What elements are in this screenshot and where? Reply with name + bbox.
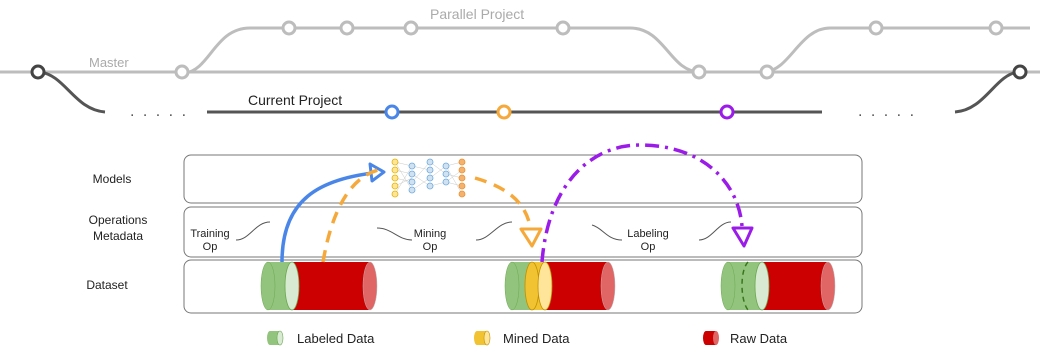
dataset-cylinders-mining [504,261,616,311]
row-labels: Models Operations Metadata Dataset [86,172,147,292]
mining-op-label-2: Op [423,241,438,253]
parallel-commit-5[interactable] [868,20,884,36]
training-op-label-2: Op [203,241,218,253]
training-arrow [280,170,383,263]
master-commit-1[interactable] [174,64,190,80]
training-commit[interactable] [384,104,400,120]
mining-commit[interactable] [496,104,512,120]
master-branch: Master [0,55,1040,80]
legend-raw-icon [703,331,719,345]
current-project-label: Current Project [248,92,342,108]
parallel-commit-2[interactable] [339,20,355,36]
mining-op-label-1: Mining [414,228,446,240]
legend-raw-label: Raw Data [730,331,788,346]
neural-network-icon [391,158,466,198]
mining-arrowhead [519,227,543,248]
master-commit-2[interactable] [691,64,707,80]
branch-merge-commit[interactable] [1012,64,1028,80]
parallel-commit-3[interactable] [403,20,419,36]
parallel-project-label: Parallel Project [430,6,524,22]
models-row [183,154,863,204]
mining-input-arrow [321,168,379,263]
models-row-label: Models [93,172,132,186]
parallel-commit-6[interactable] [988,20,1004,36]
master-label: Master [89,55,129,70]
operations-row-label-2: Metadata [93,229,143,243]
labeling-arrow [540,143,744,263]
labeling-op-label-2: Op [641,241,656,253]
operations-content: Training Op Mining Op Labeling Op [190,221,732,253]
parallel-branch: Parallel Project [184,6,1030,75]
legend: Labeled Data Mined Data Raw Data [267,330,788,346]
operations-row-label-1: Operations [89,213,148,227]
legend-mined-label: Mined Data [503,331,570,346]
ellipsis-left: . . . . . [130,103,188,120]
current-branch: . . . . . . . . . . Current Project [30,64,1028,120]
labeling-arrowhead [731,226,754,248]
dataset-cylinders-labeling [720,261,836,311]
training-op-label-1: Training [190,228,229,240]
labeling-op-label-1: Labeling [627,228,669,240]
legend-labeled-icon [267,330,284,346]
labeling-commit[interactable] [719,104,735,120]
branch-start-commit[interactable] [30,64,46,80]
ellipsis-right: . . . . . [858,103,916,120]
master-commit-3[interactable] [759,64,775,80]
legend-mined-icon [474,330,491,346]
dataset-cylinders-training [260,261,378,311]
parallel-commit-1[interactable] [281,20,297,36]
mining-output-arrow [474,176,533,233]
dataset-row-label: Dataset [86,278,128,292]
parallel-commit-4[interactable] [555,20,571,36]
legend-labeled-label: Labeled Data [297,331,375,346]
flow-arrows [280,143,754,263]
